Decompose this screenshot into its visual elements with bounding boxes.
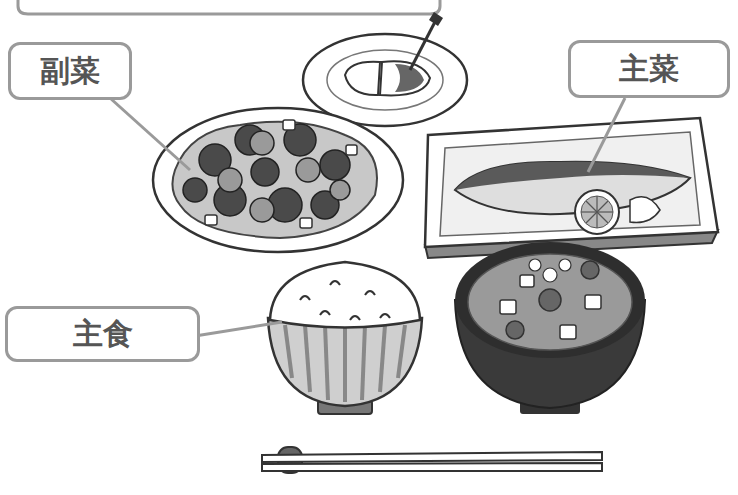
- chopsticks: [262, 447, 602, 473]
- cut-box: [18, 0, 440, 14]
- leader-line: [588, 98, 625, 172]
- side-dish: [153, 108, 403, 252]
- leader-line: [195, 322, 282, 336]
- rice-bowl: [268, 262, 422, 414]
- pickle-plate: [303, 12, 467, 126]
- label-box: 主菜: [568, 40, 730, 98]
- main-dish: [425, 118, 718, 258]
- leader-line: [110, 98, 190, 170]
- soup-bowl: [455, 242, 645, 414]
- label-text: 副菜: [40, 53, 100, 89]
- label-box: 主食: [5, 306, 200, 362]
- label-text: 主食: [73, 316, 133, 352]
- label-text: 主菜: [619, 51, 679, 87]
- label-box: 副菜: [8, 42, 132, 100]
- leader-lines: [110, 98, 625, 336]
